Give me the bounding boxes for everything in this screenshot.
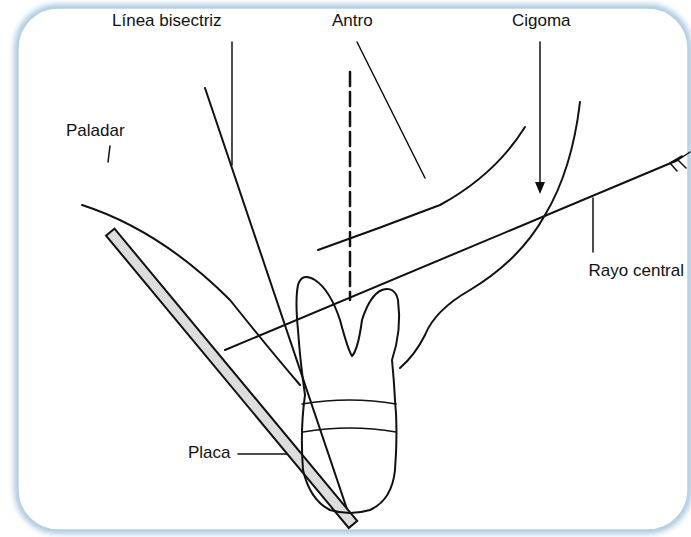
film-plate (106, 229, 357, 528)
zygoma-outline (400, 102, 580, 368)
leader-line (539, 42, 541, 188)
tooth-crown (302, 395, 397, 513)
leader-line (238, 453, 293, 455)
label-plate: Placa (188, 444, 231, 463)
arrowhead (535, 182, 545, 194)
cej-line (302, 400, 396, 404)
frame (18, 8, 688, 530)
label-bisector: Línea bisectriz (112, 12, 222, 31)
label-zygoma: Cigoma (512, 12, 571, 31)
label-central-ray: Rayo central (589, 262, 684, 281)
frame-glow (18, 8, 688, 530)
dashed-axis (349, 72, 352, 300)
leader-line (357, 42, 425, 178)
antrum-outline (318, 127, 525, 250)
label-antrum: Antro (332, 12, 373, 31)
leader-line (108, 146, 110, 162)
tooth-root (297, 277, 400, 400)
central-ray (225, 160, 678, 350)
leader-line (592, 198, 594, 252)
enamel-line (303, 428, 396, 432)
label-palate: Paladar (66, 122, 125, 141)
leader-line (231, 42, 233, 165)
ray-tail (670, 152, 690, 171)
